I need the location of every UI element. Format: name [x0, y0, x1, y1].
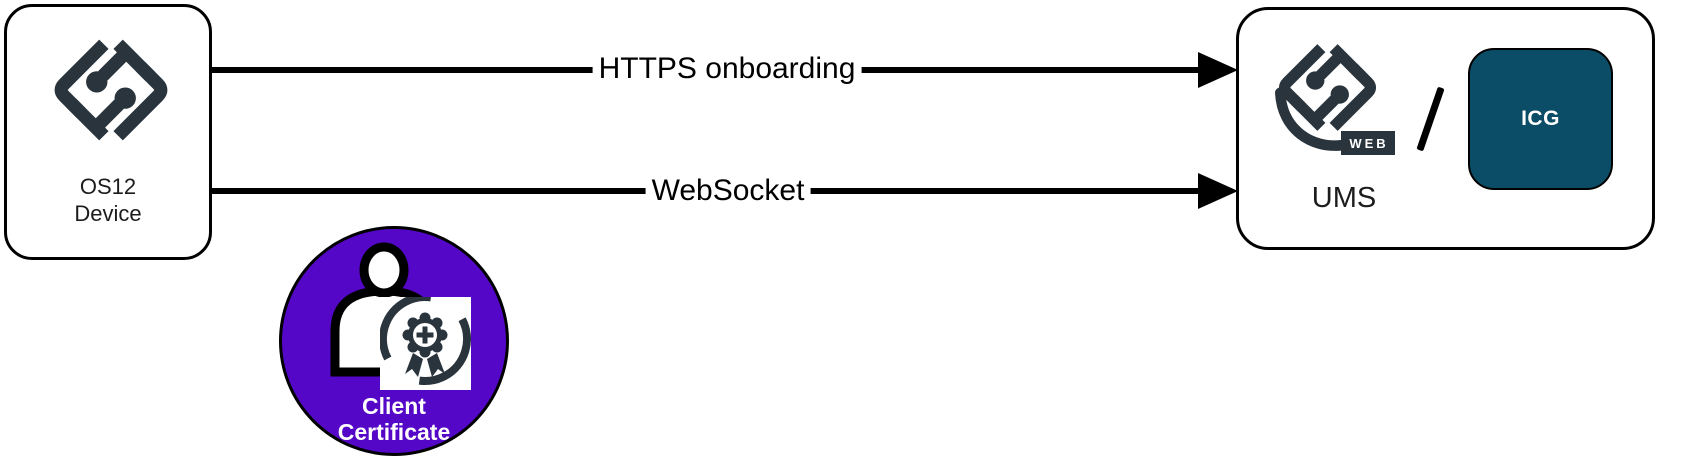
https-arrow-label: HTTPS onboarding — [592, 52, 862, 86]
igel-ums-web-logo-icon — [1275, 35, 1380, 151]
ums-web-logo: WEB — [1275, 35, 1395, 155]
os12-device-box: OS12 Device — [4, 4, 212, 260]
ums-label: UMS — [1311, 182, 1377, 214]
igel-os-logo-icon — [50, 29, 172, 151]
https-arrow-head-icon — [1198, 52, 1238, 88]
device-label-line2: Device — [74, 201, 142, 226]
websocket-arrow-label: WebSocket — [645, 174, 811, 208]
web-badge: WEB — [1341, 131, 1395, 155]
certificate-seal-icon — [380, 297, 471, 385]
certificate-label: Client Certificate — [282, 393, 506, 445]
ums-box: WEB ICG UMS — [1236, 7, 1655, 250]
certificate-label-line2: Certificate — [337, 419, 451, 445]
certificate-label-line1: Client — [362, 393, 426, 419]
device-label-line1: OS12 — [79, 174, 137, 199]
websocket-arrow-head-icon — [1198, 173, 1238, 209]
separator-slash — [1416, 86, 1445, 152]
certificate-card — [380, 297, 471, 390]
web-badge-label: WEB — [1349, 135, 1389, 151]
icg-box: ICG — [1468, 48, 1613, 190]
icg-label: ICG — [1521, 107, 1560, 130]
client-certificate-badge: Client Certificate — [279, 226, 509, 456]
device-label: OS12 Device — [7, 173, 209, 227]
